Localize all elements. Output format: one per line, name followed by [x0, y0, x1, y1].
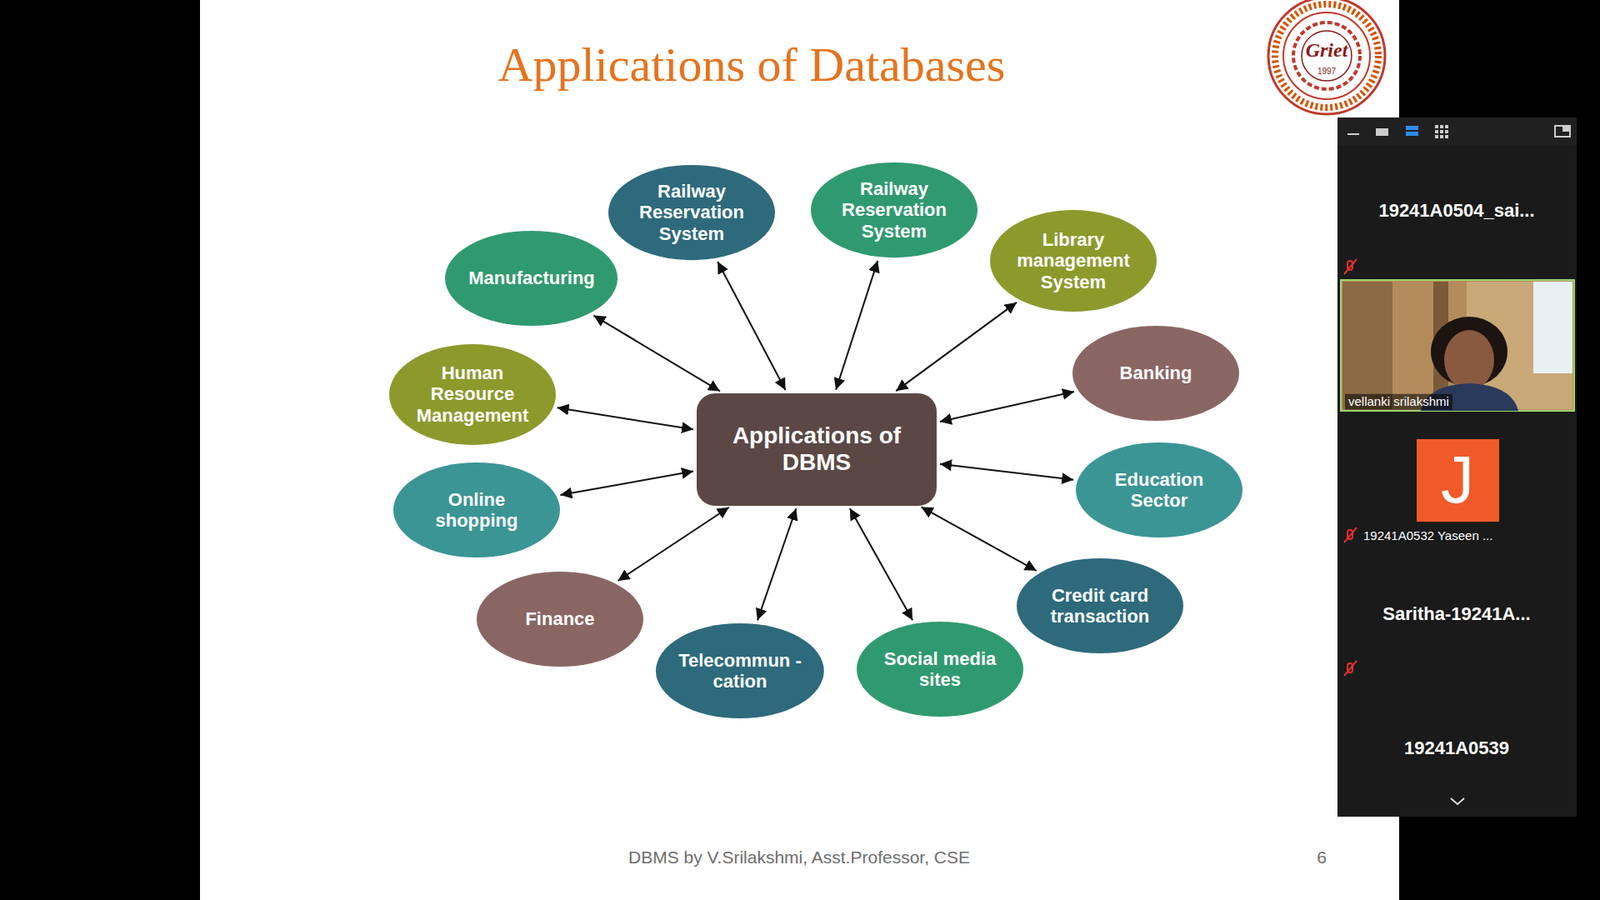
- node-label: Library management System: [1010, 229, 1136, 293]
- application-ellipse: Railway Reservation System: [810, 161, 979, 259]
- logo-text: Griet: [1305, 39, 1349, 61]
- node-label: Applications of DBMS: [712, 422, 921, 476]
- application-ellipse: Credit card transaction: [1015, 557, 1185, 655]
- application-ellipse: Social media sites: [855, 620, 1025, 718]
- node-label: Railway Reservation System: [831, 178, 957, 242]
- participant-name: 19241A0539: [1404, 738, 1510, 759]
- double-arrow: [617, 507, 729, 581]
- college-logo: [1268, 0, 1385, 115]
- page-number: 6: [1316, 847, 1327, 867]
- node-label: Finance: [525, 608, 595, 630]
- double-arrow: [940, 391, 1075, 422]
- application-ellipse: Human Resource Management: [388, 343, 557, 446]
- participant-name: Saritha-19241A...: [1382, 604, 1530, 625]
- double-arrow: [593, 315, 720, 392]
- double-arrow: [757, 508, 796, 620]
- application-ellipse: Library management System: [989, 209, 1158, 313]
- node-label: Online shopping: [414, 489, 540, 532]
- double-arrow: [850, 508, 913, 620]
- application-ellipse: Banking: [1071, 325, 1240, 422]
- node-label: Manufacturing: [468, 267, 595, 289]
- application-ellipse: Railway Reservation System: [607, 164, 776, 261]
- mic-off-icon: [1344, 527, 1357, 543]
- node-label: Telecommun -cation: [677, 650, 803, 693]
- mic-off-icon: [1344, 259, 1357, 275]
- node-label: Education Sector: [1096, 469, 1222, 512]
- double-arrow: [895, 302, 1017, 391]
- slide-title: Applications of Databases: [498, 36, 1006, 93]
- node-label: Human Resource Management: [410, 362, 535, 426]
- application-ellipse: Online shopping: [392, 461, 561, 559]
- node-label: Social media sites: [871, 648, 1010, 691]
- center-box: Applications of DBMS: [696, 393, 937, 506]
- zoom-panel: [1337, 117, 1577, 817]
- application-ellipse: Finance: [475, 570, 645, 668]
- video-tile: [1340, 280, 1575, 411]
- slide-footer: DBMS by V.Srilakshmi, Asst.Professor, CS…: [628, 847, 970, 867]
- node-label: Banking: [1120, 362, 1193, 384]
- participant-name: vellanki srilakshmi: [1345, 394, 1453, 410]
- node-label: Credit card transaction: [1037, 585, 1163, 628]
- double-arrow: [560, 470, 694, 495]
- application-ellipse: Telecommun -cation: [655, 622, 825, 720]
- participant-name: 19241A0504_sai...: [1378, 200, 1535, 221]
- application-ellipse: Education Sector: [1075, 441, 1244, 539]
- scroll-chevron: [1450, 798, 1465, 805]
- double-arrow: [921, 506, 1037, 570]
- avatar-initial: J: [1440, 443, 1475, 517]
- avatar-square: [1416, 439, 1500, 522]
- logo-year: 1997: [1317, 66, 1336, 76]
- double-arrow: [717, 261, 785, 390]
- application-ellipse: Manufacturing: [444, 230, 619, 327]
- double-arrow: [557, 407, 694, 430]
- double-arrow: [835, 260, 878, 390]
- double-arrow: [940, 464, 1074, 480]
- node-label: Railway Reservation System: [629, 180, 755, 245]
- mic-off-icon: [1344, 660, 1357, 676]
- participant-name: 19241A0532 Yaseen ...: [1363, 529, 1493, 544]
